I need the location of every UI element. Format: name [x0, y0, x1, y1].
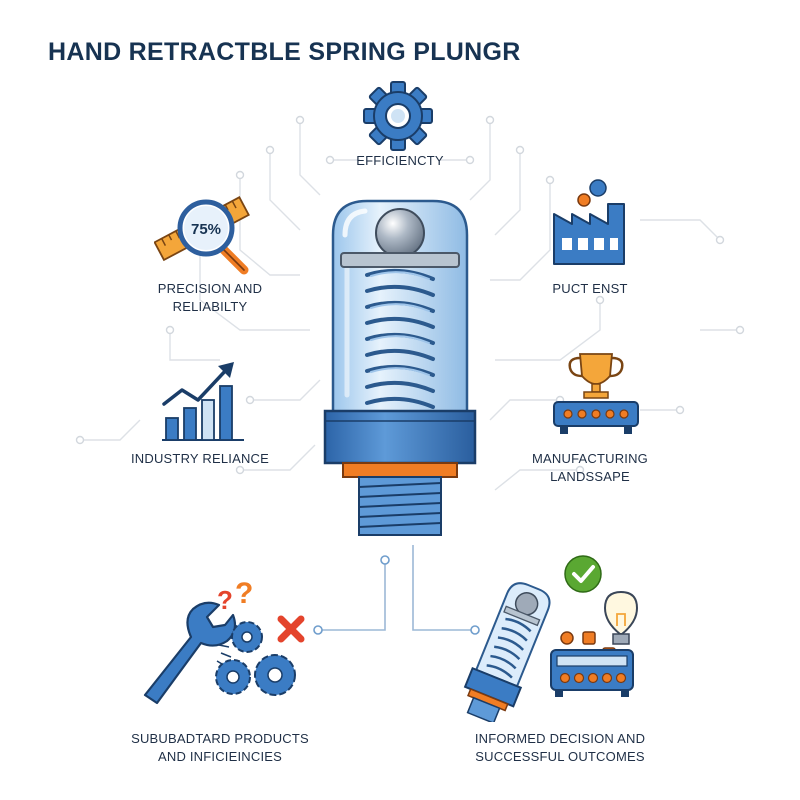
precision-label: PRECISION AND RELIABILTY: [135, 280, 285, 316]
trophy-machine-icon: [553, 353, 639, 434]
manufacturing-label-line1: MANUFACTURING: [532, 451, 648, 466]
wrench-gears-question-icon: ? ?: [143, 577, 305, 705]
magnifier-percent: 75%: [191, 221, 221, 238]
plunger-checkmark-lightbulb-icon: [463, 555, 639, 722]
informed-label-line2: SUCCESSFUL OUTCOMES: [475, 749, 645, 764]
question-mark-2: ?: [235, 577, 253, 610]
precision-label-line1: PRECISION AND: [157, 281, 263, 296]
industry-label: INDUSTRY RELIANCE: [130, 451, 269, 466]
substandard-label-line1: SUBUBADTARD PRODUCTS: [131, 731, 309, 746]
product-label: PUCT ENST: [552, 281, 628, 296]
substandard-label: SUBUBADTARD PRODUCTS AND INFICIEINCIES: [125, 730, 315, 766]
growth-chart-icon: [162, 362, 244, 441]
efficiency-label: EFFICIENCTY: [356, 153, 444, 168]
gear-icon: [363, 81, 433, 151]
page-title: HAND RETRACTBLE SPRING PLUNGR: [48, 38, 521, 66]
spring-plunger-illustration: [323, 199, 477, 536]
informed-label: INFORMED DECISION AND SUCCESSFUL OUTCOME…: [455, 730, 665, 766]
factory-icon: [553, 179, 625, 265]
magnifier-ruler-icon: 75%: [154, 196, 250, 275]
precision-label-line2: RELIABILTY: [172, 299, 248, 314]
question-mark-1: ?: [217, 585, 233, 615]
manufacturing-label: MANUFACTURING LANDSSAPE: [515, 450, 665, 486]
substandard-label-line2: AND INFICIEINCIES: [157, 749, 283, 764]
manufacturing-label-line2: LANDSSAPE: [550, 469, 630, 484]
informed-label-line1: INFORMED DECISION AND: [474, 731, 646, 746]
